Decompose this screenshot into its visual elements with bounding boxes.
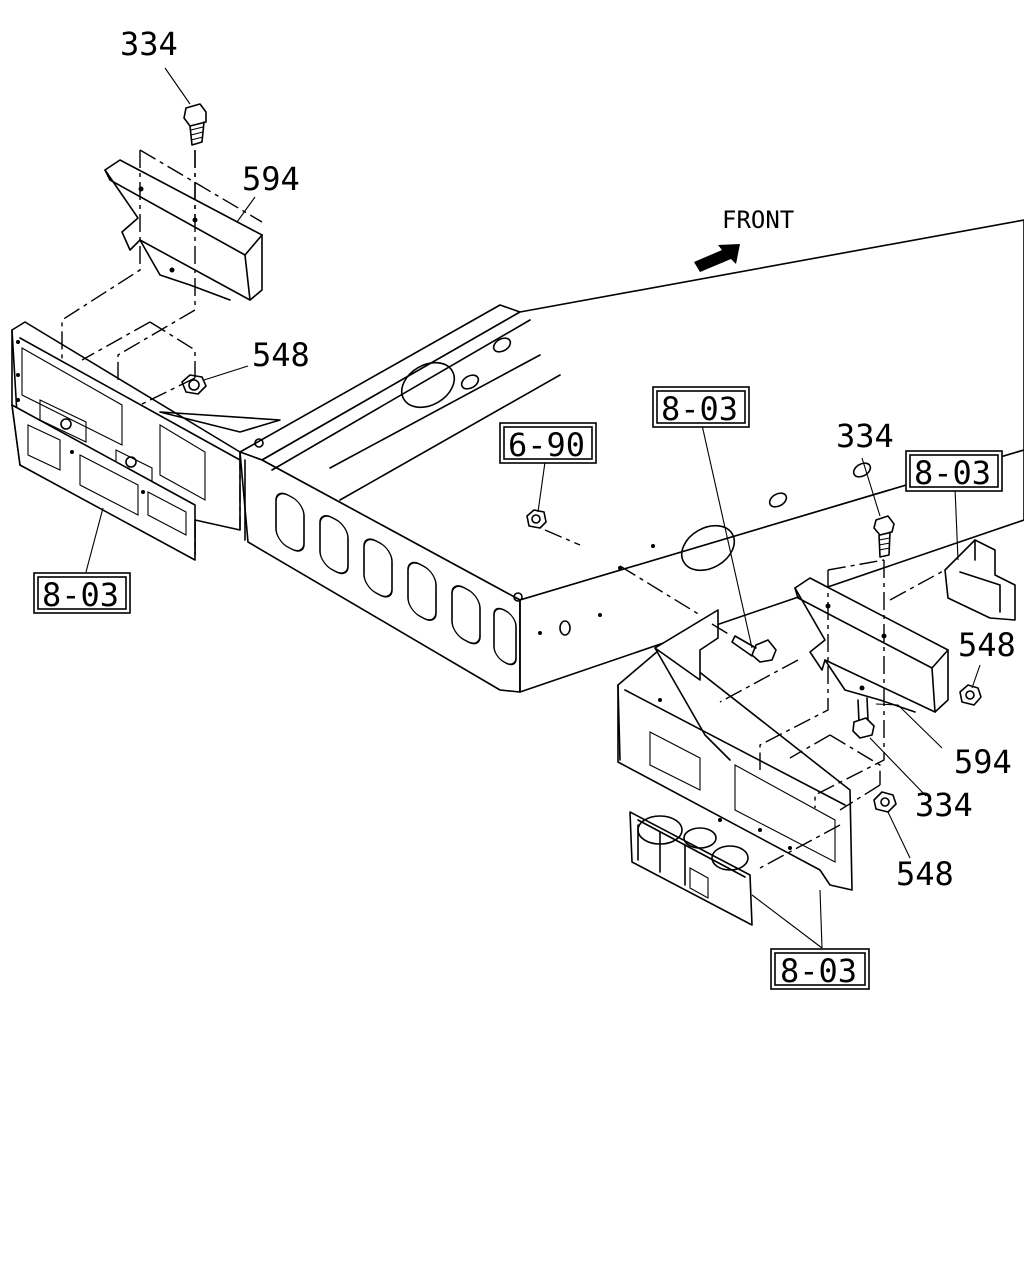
part-label-594-right: 594 [954, 743, 1012, 781]
right-assembly-lines [544, 529, 946, 869]
ref-box-6-90[interactable]: 6-90 [499, 422, 597, 464]
right-upper-bolt [873, 515, 895, 558]
ref-box-8-03-bottom[interactable]: 8-03 [770, 948, 870, 990]
left-nut [181, 374, 207, 395]
ref-label-8-03-bottom: 8-03 [780, 952, 857, 990]
leader-lines [85, 67, 981, 949]
frame-rail [239, 219, 1024, 693]
part-label-548-right: 548 [958, 626, 1016, 664]
left-rear-panel [11, 321, 281, 561]
front-arrow-icon [694, 244, 740, 272]
right-upper-nut [959, 684, 982, 706]
part-label-548-lower-right: 548 [896, 855, 954, 893]
left-bolt [183, 103, 207, 146]
side-marker-lamp [944, 539, 1016, 621]
part-label-334-upper-right: 334 [836, 417, 894, 455]
ref-label-6-90: 6-90 [508, 426, 585, 464]
right-bracket [794, 577, 949, 713]
part-label-334-left: 334 [120, 25, 178, 63]
left-bracket [104, 159, 263, 301]
right-lower-nut [873, 791, 897, 813]
frame-bolt [731, 635, 777, 663]
left-assembly-lines [61, 149, 263, 555]
ref-label-8-03-left: 8-03 [42, 576, 119, 614]
ref-label-8-03-center: 8-03 [661, 390, 738, 428]
ref-label-8-03-upper-right: 8-03 [914, 454, 991, 492]
part-label-334-lower-right: 334 [915, 786, 973, 824]
part-label-594-left: 594 [242, 160, 300, 198]
part-label-548-left: 548 [252, 336, 310, 374]
ref-box-8-03-left[interactable]: 8-03 [33, 572, 131, 614]
right-lower-bolt [852, 697, 875, 739]
ref-box-8-03-center[interactable]: 8-03 [652, 386, 750, 428]
right-rear-panel [617, 609, 853, 891]
rear-lamp [629, 811, 753, 926]
frame-nut [526, 509, 547, 529]
front-direction-label: FRONT [722, 206, 794, 234]
web-holes [275, 492, 517, 666]
ref-box-8-03-upper-right[interactable]: 8-03 [905, 450, 1003, 492]
